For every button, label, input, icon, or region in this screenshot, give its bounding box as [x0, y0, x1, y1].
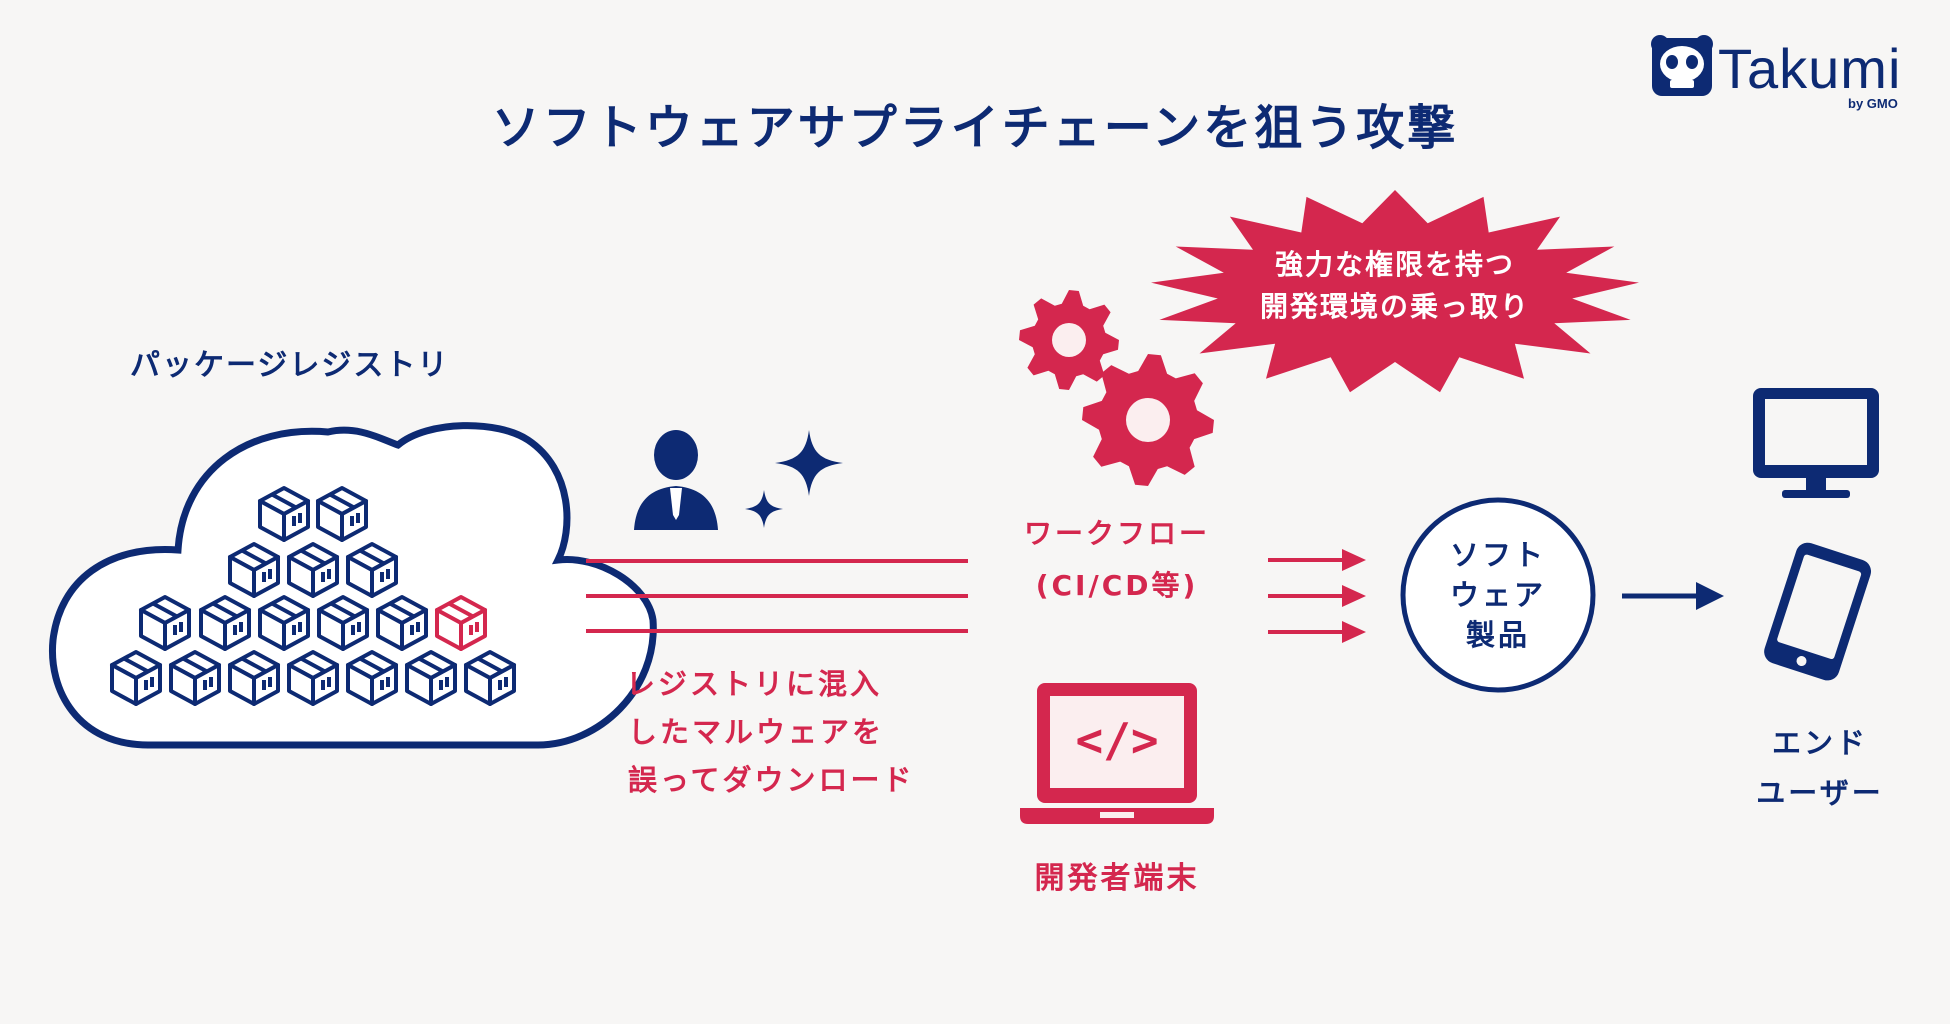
- burst-line: 開発環境の乗っ取り: [1259, 290, 1530, 323]
- code-glyph: </>: [1075, 713, 1158, 767]
- package-box-icon: [169, 650, 221, 706]
- end-user-line: ユーザー: [1756, 776, 1884, 810]
- package-box-icon: [405, 650, 457, 706]
- package-box-icon: [376, 595, 428, 651]
- gear-icon: [1019, 290, 1119, 390]
- product-line: 製品: [1465, 618, 1530, 652]
- end-user-label: エンド ユーザー: [1730, 718, 1910, 818]
- product-line: ソフト: [1449, 538, 1546, 572]
- logo-wordmark: Takumi: [1718, 37, 1902, 100]
- arrow-right-icon: [1622, 582, 1724, 610]
- download-lines: [586, 559, 968, 633]
- smartphone-icon: [1764, 542, 1872, 681]
- package-box-icon: [258, 595, 310, 651]
- package-box-icon: [139, 595, 191, 651]
- product-line: ウェア: [1449, 578, 1546, 612]
- logo-byline: by GMO: [1848, 96, 1898, 111]
- end-user-line: エンド: [1771, 726, 1868, 760]
- package-box-icon: [464, 650, 516, 706]
- product-label: ソフト ウェア 製品: [1400, 535, 1596, 655]
- burst-label: 強力な権限を持つ 開発環境の乗っ取り: [1230, 244, 1560, 328]
- workflow-line: (CI/CD等): [1035, 569, 1199, 602]
- malware-line: したマルウェアを: [628, 715, 885, 749]
- package-box-icon: [287, 650, 339, 706]
- package-box-icon: [199, 595, 251, 651]
- package-box-icon: [228, 542, 280, 598]
- registry-label: パッケージレジストリ: [130, 348, 450, 383]
- panda-logo-icon: [1651, 35, 1713, 96]
- explosion-burst-icon: [1151, 190, 1639, 393]
- package-box-icon: [317, 595, 369, 651]
- package-box-icon: [346, 542, 398, 598]
- page-title: ソフトウェアサプライチェーンを狙う攻撃: [491, 100, 1459, 156]
- workflow-label: ワークフロー (CI/CD等): [966, 508, 1268, 612]
- monitor-icon: [1753, 388, 1879, 498]
- sparkle-icon: [745, 430, 843, 528]
- attacker-person-icon: [634, 430, 718, 530]
- product-circle: [1400, 497, 1596, 693]
- workflow-line: ワークフロー: [1023, 517, 1210, 550]
- package-box-icon: [316, 486, 368, 542]
- burst-line: 強力な権限を持つ: [1274, 248, 1515, 281]
- package-box-icon: [110, 650, 162, 706]
- malicious-package-icon: [435, 595, 487, 651]
- gear-icon: [1082, 354, 1214, 486]
- malware-line: 誤ってダウンロード: [628, 763, 915, 797]
- malware-description: レジストリに混入 したマルウェアを 誤ってダウンロード: [626, 660, 956, 804]
- package-box-icon: [258, 486, 310, 542]
- dev-terminal-label: 開発者端末: [1034, 861, 1200, 896]
- malware-line: レジストリに混入: [626, 667, 883, 701]
- package-box-icon: [228, 650, 280, 706]
- package-box-icon: [287, 542, 339, 598]
- package-box-icon: [346, 650, 398, 706]
- arrow-right-icon: [1268, 549, 1366, 643]
- laptop-icon: </>: [1020, 683, 1214, 824]
